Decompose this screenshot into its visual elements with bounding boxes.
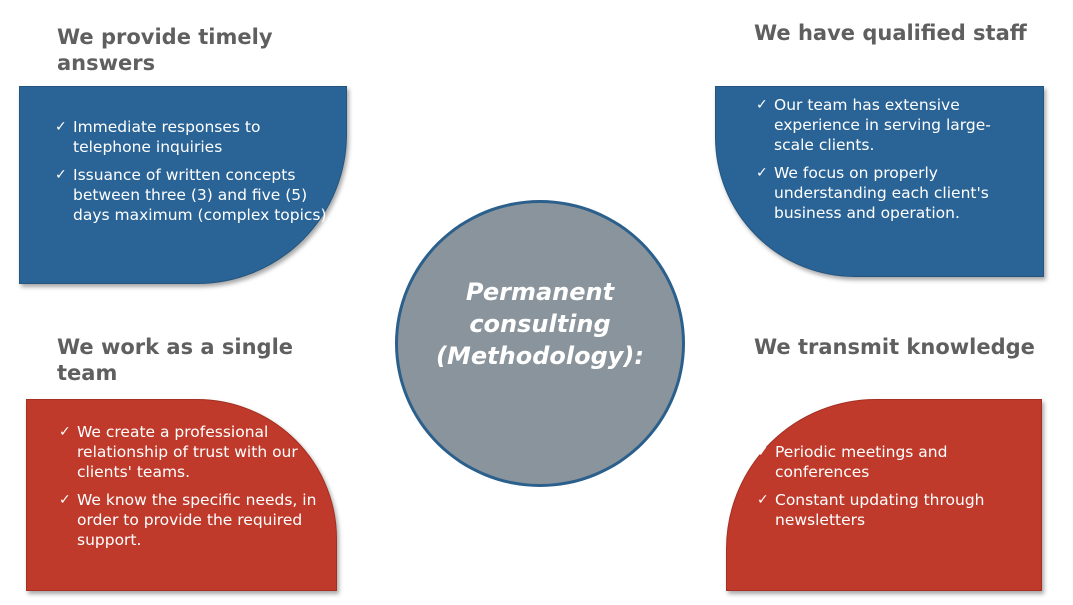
- check-icon: ✓: [756, 165, 768, 181]
- check-icon: ✓: [757, 492, 769, 508]
- center-title: Permanent consulting (Methodology):: [420, 276, 660, 372]
- heading-line: We provide timely: [57, 25, 273, 49]
- list-item: ✓ Our team has extensive experience in s…: [756, 95, 1026, 155]
- check-icon: ✓: [55, 119, 67, 135]
- heading-transmit-knowledge: We transmit knowledge: [754, 334, 1054, 360]
- center-title-line: Permanent: [465, 277, 615, 306]
- list-item: ✓ Periodic meetings and conferences: [757, 442, 1037, 482]
- bullet-list: ✓ Periodic meetings and conferences ✓ Co…: [757, 442, 1037, 538]
- list-item: ✓ Immediate responses to telephone inqui…: [55, 117, 335, 157]
- heading-line: We have qualified staff: [754, 21, 1027, 45]
- list-item: ✓ We know the specific needs, in order t…: [59, 490, 334, 550]
- box-single-team: ✓ We create a professional relationship …: [26, 399, 337, 591]
- bullet-list: ✓ Our team has extensive experience in s…: [756, 95, 1026, 231]
- check-icon: ✓: [59, 492, 71, 508]
- heading-line: team: [57, 361, 118, 385]
- center-circle: Permanent consulting (Methodology):: [395, 200, 685, 487]
- list-item-text: We focus on properly understanding each …: [774, 164, 989, 222]
- bullet-list: ✓ We create a professional relationship …: [59, 422, 334, 558]
- list-item-text: Our team has extensive experience in ser…: [774, 96, 991, 154]
- check-icon: ✓: [757, 444, 769, 460]
- center-title-line: (Methodology):: [436, 341, 644, 370]
- box-timely-answers: ✓ Immediate responses to telephone inqui…: [19, 86, 347, 284]
- list-item-text: Constant updating through newsletters: [775, 491, 985, 529]
- list-item-text: We know the specific needs, in order to …: [77, 491, 317, 549]
- heading-line: We transmit knowledge: [754, 335, 1035, 359]
- heading-line: answers: [57, 51, 156, 75]
- list-item-text: We create a professional relationship of…: [77, 423, 298, 481]
- box-transmit-knowledge: ✓ Periodic meetings and conferences ✓ Co…: [726, 399, 1042, 591]
- heading-qualified-staff: We have qualified staff: [754, 20, 1054, 46]
- check-icon: ✓: [756, 97, 768, 113]
- bullet-list: ✓ Immediate responses to telephone inqui…: [55, 117, 335, 233]
- heading-timely-answers: We provide timely answers: [57, 24, 347, 76]
- list-item-text: Periodic meetings and conferences: [775, 443, 948, 481]
- center-title-line: consulting: [469, 309, 611, 338]
- list-item: ✓ We create a professional relationship …: [59, 422, 334, 482]
- list-item: ✓ Constant updating through newsletters: [757, 490, 1037, 530]
- check-icon: ✓: [55, 167, 67, 183]
- list-item: ✓ We focus on properly understanding eac…: [756, 163, 1026, 223]
- list-item-text: Issuance of written concepts between thr…: [73, 166, 332, 224]
- heading-line: We work as a single: [57, 335, 294, 359]
- check-icon: ✓: [59, 424, 71, 440]
- list-item-text: Immediate responses to telephone inquiri…: [73, 118, 261, 156]
- heading-single-team: We work as a single team: [57, 334, 347, 386]
- list-item: ✓ Issuance of written concepts between t…: [55, 165, 335, 225]
- box-qualified-staff: ✓ Our team has extensive experience in s…: [715, 86, 1044, 277]
